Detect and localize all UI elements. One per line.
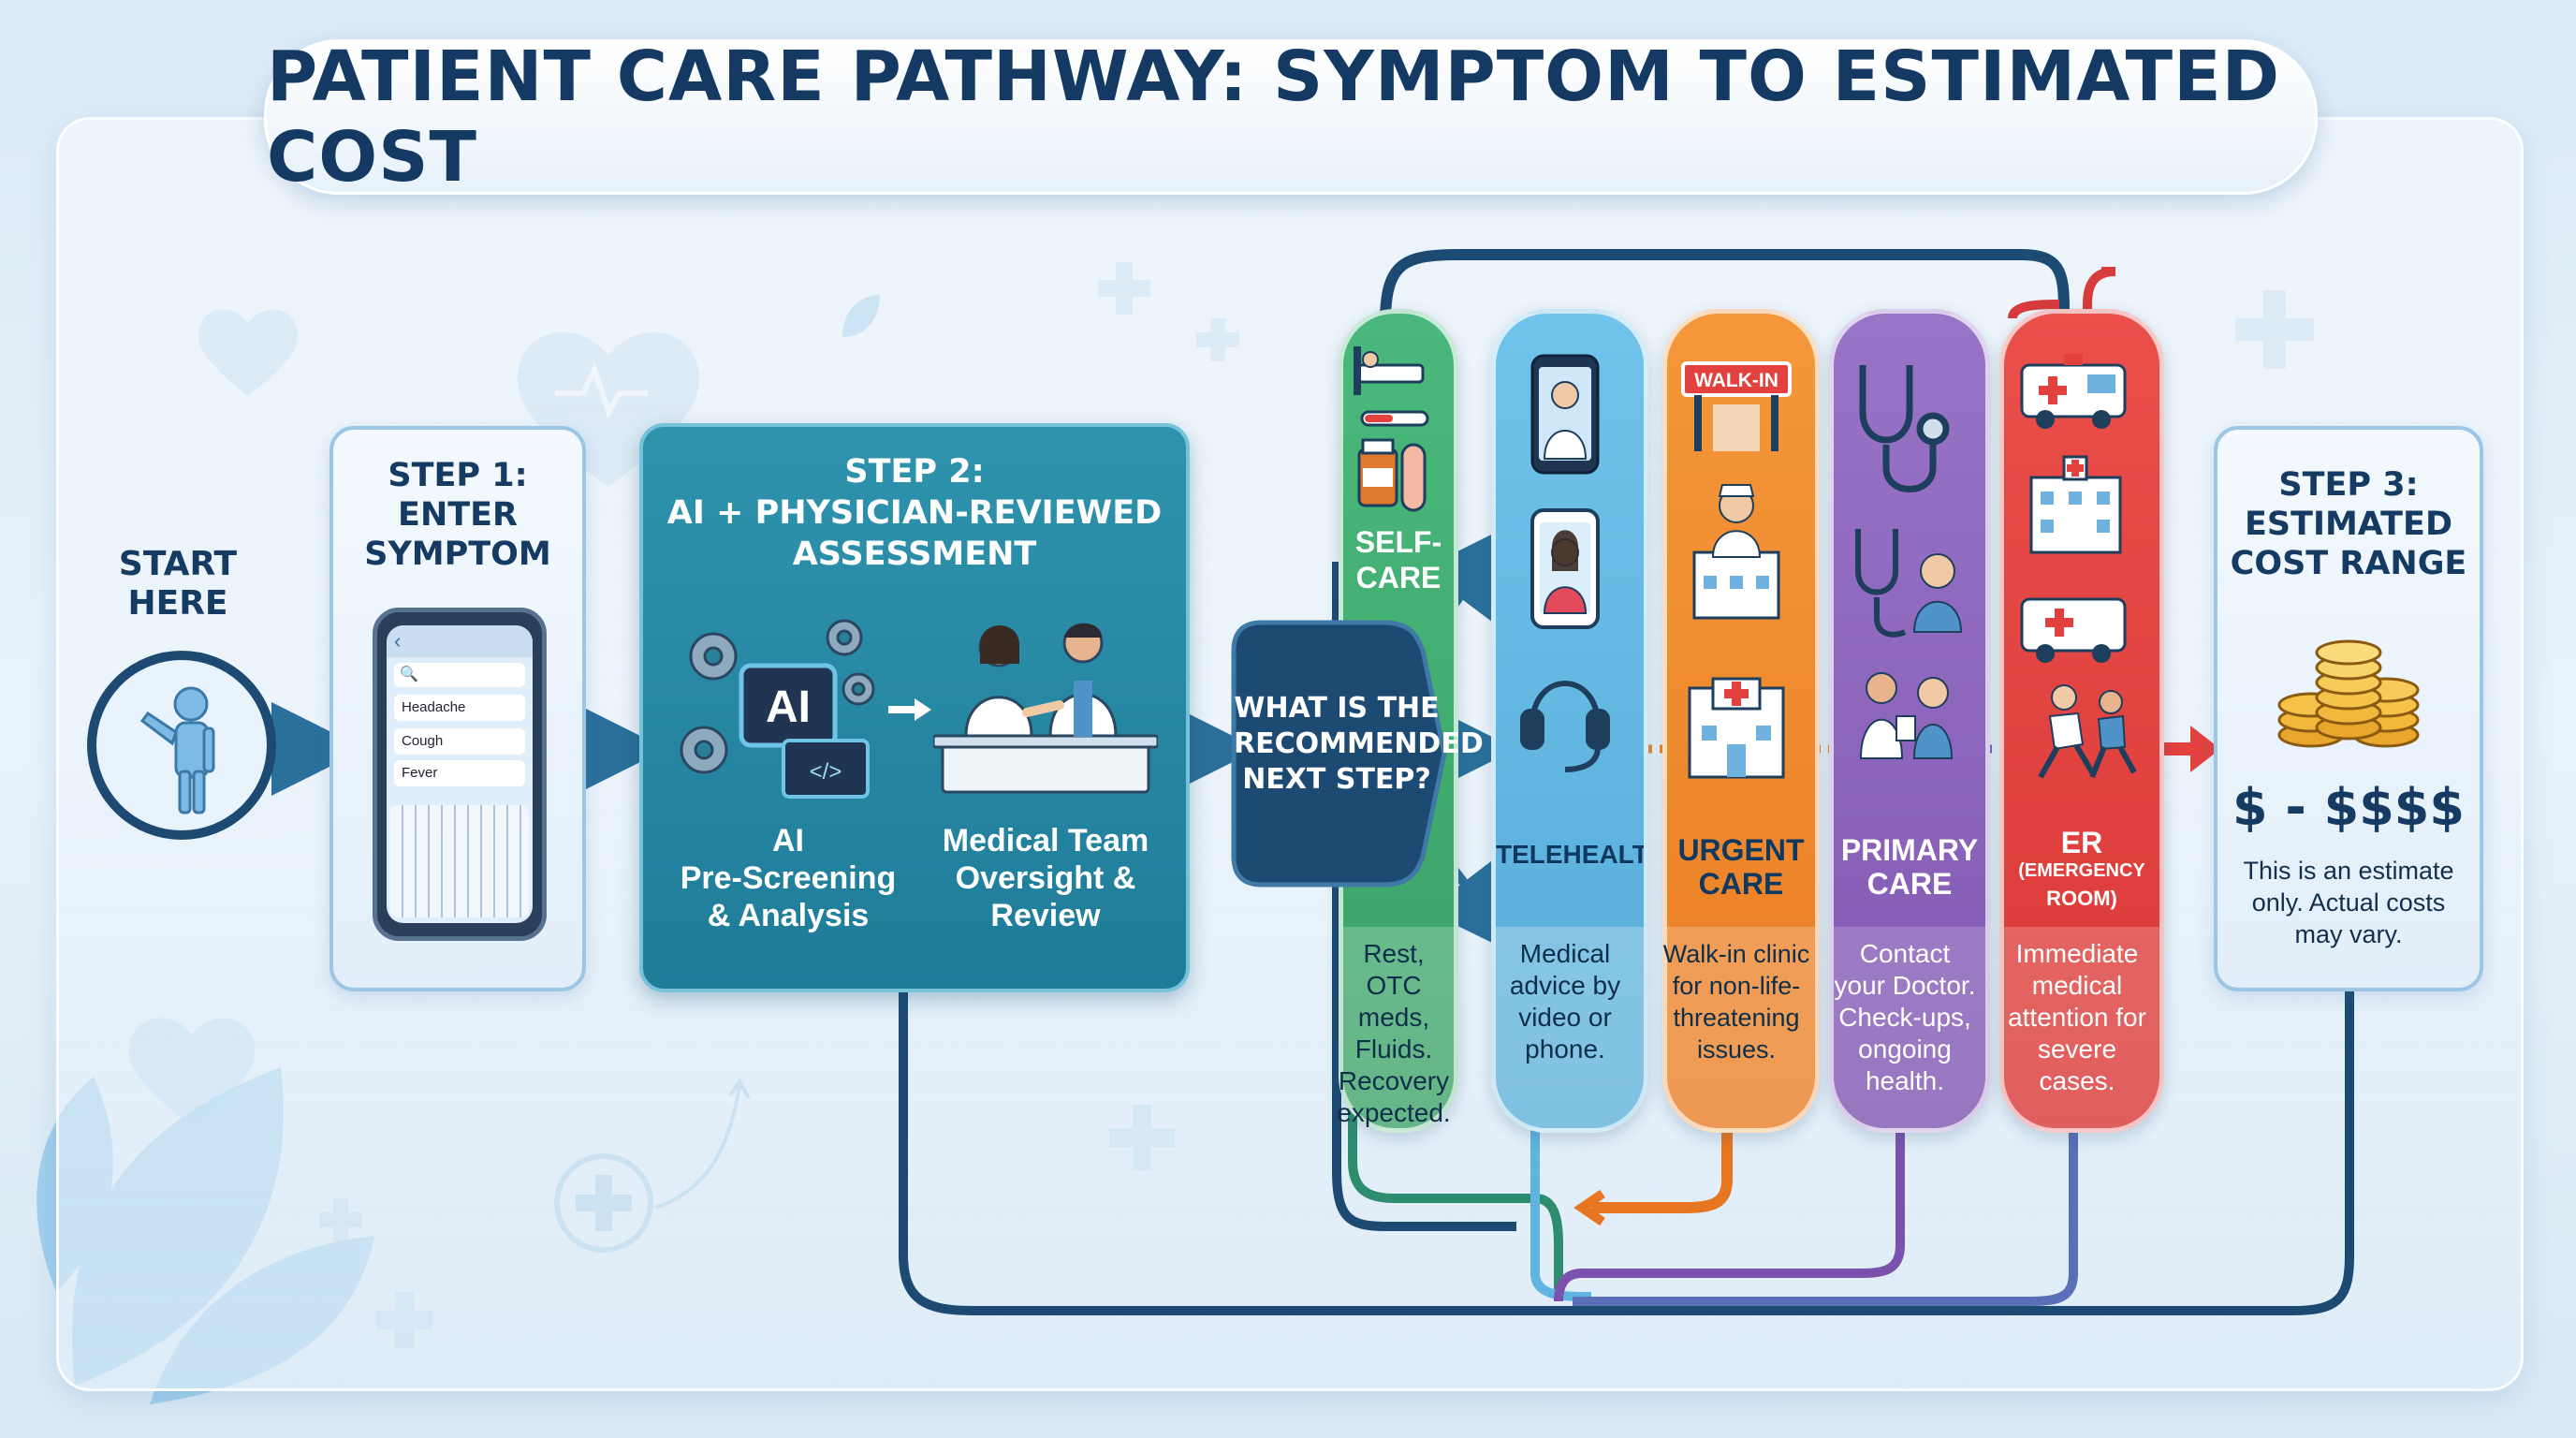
option-label: PRIMARY CARE: [1840, 833, 1979, 901]
ambulance-icon: [2020, 354, 2127, 429]
option-label: SELF- CARE: [1354, 525, 1442, 594]
doctor-phone-icon: [1530, 508, 1600, 629]
code-window-icon: </>: [782, 739, 870, 799]
nurse-icon: [1692, 484, 1780, 620]
self-care-icons: [1354, 346, 1429, 512]
symptom-option[interactable]: Headache: [394, 695, 525, 721]
option-desc-telehealth: Medical advice by video or phone.: [1509, 939, 1621, 1064]
start-node: START HERE: [75, 545, 281, 624]
option-desc-er: Immediate medical attention for severe c…: [2008, 939, 2146, 1095]
medicine-bottle-icon: [1357, 438, 1427, 512]
doctor-phone-icon: [1530, 354, 1600, 475]
option-desc-self-care: Rest, OTC meds, Fluids. Recovery expecte…: [1337, 939, 1451, 1127]
symptom-option[interactable]: Cough: [394, 728, 525, 755]
cost-disclaimer: This is an estimate only. Actual costs m…: [2243, 857, 2454, 948]
walk-in-sign-icon: WALK-IN: [1681, 361, 1792, 451]
start-circle: [87, 651, 276, 840]
decision-question: WHAT IS THE RECOMMENDED NEXT STEP?: [1234, 692, 1484, 796]
step3-heading: STEP 3: ESTIMATED COST RANGE: [2230, 466, 2467, 582]
option-desc-urgent-care: Walk-in clinic for non-life- threatening…: [1662, 940, 1810, 1064]
hospital-building-icon: [2029, 455, 2122, 554]
er-icons: [2020, 354, 2137, 779]
person-icon: [139, 686, 215, 814]
step2-heading: STEP 2: AI + PHYSICIAN-REVIEWED ASSESSME…: [666, 453, 1163, 573]
doctors-icon: [933, 623, 1158, 794]
page-title: PATIENT CARE PATHWAY: SYMPTOM TO ESTIMAT…: [267, 37, 2281, 198]
step1-card: STEP 1: ENTER SYMPTOM ‹ 🔍 Headache Cough…: [329, 426, 586, 991]
svg-text:WALK-IN: WALK-IN: [1694, 370, 1778, 391]
ai-illustration: AI </>: [680, 619, 875, 799]
stethoscope-icon: [1855, 529, 1907, 638]
step3-card: STEP 3: ESTIMATED COST RANGE $ - $$$$ Th…: [2214, 426, 2483, 991]
smartphone-icon[interactable]: ‹ 🔍 Headache Cough Fever: [373, 608, 547, 941]
option-label: TELEHEALTH: [1496, 840, 1648, 869]
svg-text:AI: AI: [766, 682, 811, 732]
hospital-building-icon: [1688, 677, 1785, 779]
option-label: ER (EMERGENCY ROOM): [2018, 826, 2145, 910]
hospital-bed-icon: [1354, 346, 1425, 395]
urgent-care-icons: WALK-IN: [1681, 361, 1792, 779]
ai-prescreening-caption: AI Pre-Screening & Analysis: [680, 823, 897, 933]
coin-stack-icon: [2277, 639, 2420, 748]
svg-text:</>: </>: [810, 759, 842, 785]
running-medics-icon: [2038, 684, 2137, 779]
start-label: START HERE: [118, 545, 238, 623]
primary-care-icons: [1855, 365, 1963, 759]
doctor-patient-icon: [1859, 553, 1963, 759]
option-label: URGENT CARE: [1677, 833, 1805, 901]
symptom-option[interactable]: Fever: [394, 760, 525, 786]
phone-keyboard[interactable]: [390, 805, 529, 917]
cost-range: $ - $$$$: [2232, 778, 2465, 837]
decision-node-shape: [1231, 620, 1447, 888]
ai-chip-icon: AI: [739, 663, 838, 748]
medical-team-caption: Medical Team Oversight & Review: [942, 823, 1149, 933]
title-banner: PATIENT CARE PATHWAY: SYMPTOM TO ESTIMAT…: [264, 37, 2318, 198]
step1-heading: STEP 1: ENTER SYMPTOM: [364, 457, 551, 573]
ambulance-icon: [2020, 597, 2127, 663]
telehealth-icons: [1520, 354, 1610, 772]
thermometer-icon: [1360, 410, 1429, 427]
step2-card: STEP 2: AI + PHYSICIAN-REVIEWED ASSESSME…: [639, 423, 1190, 992]
option-column-er[interactable]: ER (EMERGENCY ROOM): [1999, 309, 2164, 1133]
gear-icon: [680, 619, 875, 774]
option-desc-primary-care: Contact your Doctor. Check-ups, ongoing …: [1834, 939, 1976, 1095]
headset-icon: [1520, 681, 1610, 772]
symptom-search-input[interactable]: 🔍: [394, 663, 525, 687]
stethoscope-icon: [1859, 365, 1950, 492]
